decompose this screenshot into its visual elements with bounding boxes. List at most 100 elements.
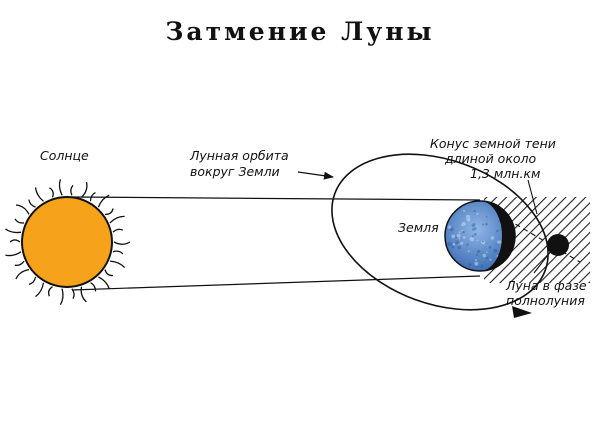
sun-label: Солнце — [40, 148, 89, 163]
earth-texture-dot — [482, 253, 487, 258]
earth-texture-dot — [475, 266, 478, 268]
earth-texture-dot — [471, 223, 475, 228]
earth-texture-dot — [475, 259, 477, 262]
earth-texture-dot — [457, 243, 460, 245]
earth-texture-dot — [461, 229, 464, 232]
orbit-label-line2: вокруг Земли — [190, 164, 280, 179]
earth-texture-dot — [468, 263, 472, 267]
sunlight-line-upper — [71, 196, 481, 201]
sun-ray — [104, 208, 114, 216]
earth-texture-dot — [497, 240, 502, 244]
sun-ray — [47, 286, 53, 297]
sun-ray — [112, 250, 124, 255]
earth-texture-dot — [482, 240, 484, 243]
sun-ray — [104, 269, 114, 277]
earth-texture-dot — [496, 240, 500, 244]
cone-label-line2: длиной около — [444, 151, 537, 166]
sun-ray — [113, 241, 131, 245]
earth-texture-dot — [461, 221, 466, 226]
sun-ray — [5, 228, 22, 234]
lunar-orbit — [331, 153, 549, 311]
earth-texture-dot — [458, 238, 461, 240]
sun-ray — [5, 251, 22, 257]
earth-texture-dot — [486, 256, 489, 260]
cone-label-pointer — [527, 179, 538, 215]
earth-texture-dot — [463, 209, 466, 212]
earth-texture-dot — [485, 215, 488, 218]
earth-texture-dot — [471, 228, 475, 231]
earth-texture-dot — [490, 236, 495, 240]
sun — [21, 196, 113, 288]
sunlight-line-lower — [71, 275, 481, 291]
earth-texture-dot — [460, 241, 464, 245]
sun-ray — [81, 181, 88, 198]
earth-texture-dot — [476, 212, 479, 215]
earth-texture-dot — [472, 223, 476, 227]
earth-texture-dot — [447, 242, 452, 247]
earth — [444, 200, 516, 272]
shadow-axis-line — [499, 214, 581, 263]
sun-ray — [59, 288, 64, 306]
earth-texture-dot — [462, 230, 465, 234]
sun-ray — [15, 204, 30, 215]
moon-label-pointer — [533, 250, 552, 274]
sun-ray — [28, 276, 37, 286]
earth-texture-dot — [462, 236, 466, 239]
moon-label-line2: полнолуния — [506, 293, 585, 308]
sun-ray — [14, 218, 25, 224]
earth-texture-dot — [456, 233, 461, 238]
earth-texture-dot — [485, 222, 488, 226]
sun-ray — [15, 268, 30, 280]
sun-ray — [28, 199, 36, 208]
earth-texture-dot — [455, 236, 458, 239]
sun-ray — [109, 215, 125, 224]
earth-texture-dot — [457, 245, 461, 250]
earth-texture-dot — [475, 253, 479, 256]
sun-ray — [35, 282, 45, 298]
earth-texture-dot — [486, 251, 488, 254]
earth-texture-dot — [488, 246, 492, 249]
earth-texture-dot — [460, 224, 463, 227]
earth-texture-dot — [480, 264, 484, 268]
earth-texture-dot — [451, 245, 455, 249]
sun-ray — [89, 192, 96, 202]
earth-texture-dot — [493, 248, 498, 253]
earth-texture-dot — [449, 227, 454, 232]
sun-ray — [109, 260, 126, 269]
earth-texture-dot — [466, 217, 471, 222]
earth-texture-dot — [474, 233, 477, 236]
earth-texture-dot — [482, 223, 484, 226]
earth-texture-dot — [471, 235, 474, 238]
earth-texture-dot — [473, 227, 477, 231]
earth-texture-dot — [473, 209, 476, 213]
page-title: Затмение Луны — [165, 17, 434, 46]
earth-texture-dot — [449, 242, 453, 246]
sun-ray — [90, 282, 97, 292]
earth-texture-dot — [481, 240, 486, 245]
earth-texture-dot — [496, 229, 499, 233]
sun-ray — [34, 187, 44, 202]
earth-texture-dot — [458, 231, 461, 234]
earth-texture-dot — [469, 237, 474, 242]
sun-ray — [14, 260, 25, 267]
moon-label-line1: Луна в фазе — [505, 278, 587, 293]
sun-ray — [58, 179, 63, 196]
earth-texture-dot — [451, 234, 456, 239]
orbit-direction-arrow-icon — [512, 306, 532, 318]
sun-ray — [70, 184, 74, 196]
sun-ray — [98, 276, 110, 290]
earth-texture-dot — [474, 261, 479, 266]
sun-ray — [9, 239, 21, 243]
earth-texture-dot — [455, 240, 460, 245]
earth-texture-dot — [476, 239, 479, 242]
cone-label-line3: 1,3 млн.км — [470, 166, 540, 181]
moon — [547, 234, 569, 256]
sun-ray — [80, 286, 87, 303]
earth-texture-dot — [476, 249, 481, 254]
sun-rays — [5, 179, 131, 306]
earth-texture-dot — [447, 225, 452, 229]
earth-texture-dot — [466, 243, 469, 246]
earth-label: Земля — [398, 220, 439, 235]
earth-night-side — [480, 201, 515, 271]
